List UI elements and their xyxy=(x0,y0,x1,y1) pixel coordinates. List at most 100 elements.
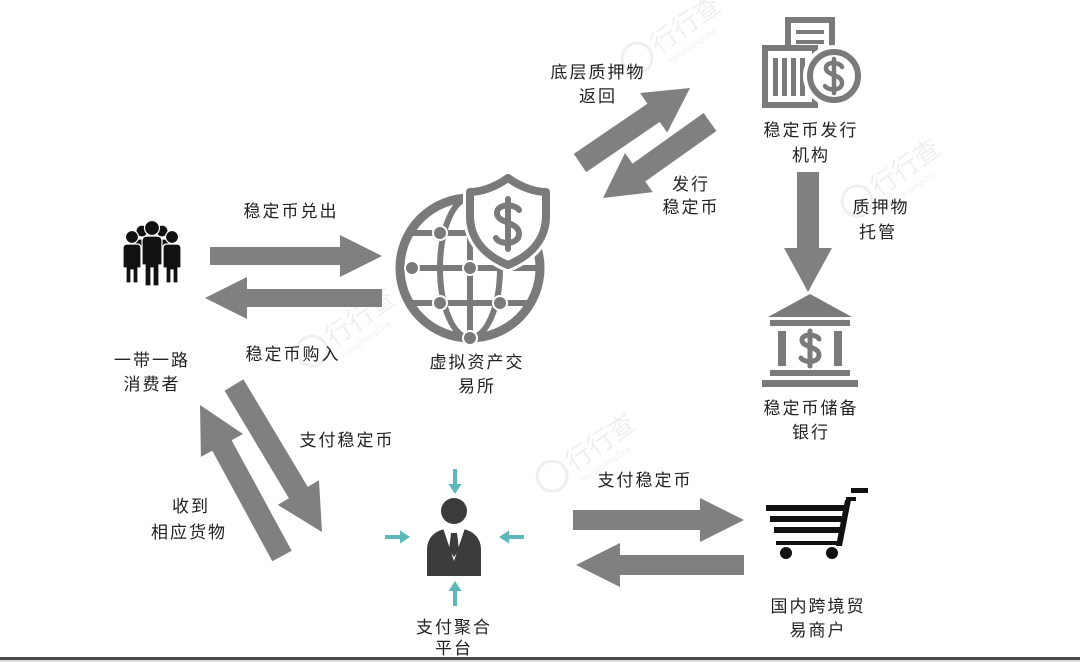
reserve-bank-label-line-1: 稳定币储备 xyxy=(764,399,859,419)
person-body xyxy=(141,235,163,287)
globe-node xyxy=(492,295,508,311)
bank-column xyxy=(834,331,842,366)
arrow-merchant-to-platform xyxy=(576,543,744,587)
businessman-tie xyxy=(449,533,459,557)
cart-basket-bar xyxy=(770,516,845,522)
payment-platform-label-line-2: 平台 xyxy=(435,639,473,659)
businessman-head xyxy=(441,498,467,524)
consumer-label: 一带一路 消费者 xyxy=(114,351,190,395)
person-body xyxy=(162,243,182,284)
globe-node xyxy=(462,330,478,346)
flow-label-collateral-custody: 质押物 托管 xyxy=(853,198,910,243)
globe-node xyxy=(404,260,420,276)
flow-label-issuance-line-2: 稳定币 xyxy=(663,198,720,218)
building-window xyxy=(782,58,787,96)
arrow-exchange-to-consumer xyxy=(205,277,382,319)
teal-arrow-bottom xyxy=(448,581,462,606)
cart-wheel xyxy=(826,547,838,559)
watermark-4: 行行查 HangHangCha xyxy=(535,408,642,493)
bank-dollar-icon xyxy=(762,294,858,387)
flow-label-consumer-payment: 支付稳定币 xyxy=(300,431,395,451)
teal-arrow-top xyxy=(448,469,462,494)
flow-label-collateral-return-line-2: 返回 xyxy=(579,87,617,107)
bank-beam xyxy=(770,320,850,326)
person-head xyxy=(124,229,140,245)
exchange-label-line-2: 易所 xyxy=(458,377,496,397)
shopping-cart-icon xyxy=(766,488,868,559)
businessman-icon xyxy=(427,498,481,576)
teal-arrow-left xyxy=(385,530,410,544)
flow-label-collateral-return: 底层质押物 返回 xyxy=(551,63,646,107)
flow-label-merchant-payment: 支付稳定币 xyxy=(598,471,693,491)
arrow-platform-to-merchant xyxy=(573,498,744,542)
flow-label-issuance: 发行 稳定币 xyxy=(663,175,720,218)
watermark-logo xyxy=(295,334,329,368)
building-window xyxy=(791,58,796,96)
cart-handle xyxy=(846,497,856,501)
consumer-label-line-2: 消费者 xyxy=(124,375,181,395)
dollar-sign-icon xyxy=(798,328,822,369)
globe-shield-dollar-icon xyxy=(395,169,553,346)
dollar-sign-icon xyxy=(493,196,523,252)
watermark-logo xyxy=(840,184,874,218)
cart-basket-bar xyxy=(774,527,842,533)
building-window xyxy=(800,58,805,96)
building-window xyxy=(773,58,778,96)
globe-node xyxy=(432,295,448,311)
payment-platform-label-line-1: 支付聚合 xyxy=(416,618,492,638)
person-head xyxy=(143,219,161,237)
globe-node xyxy=(462,260,478,276)
reserve-bank-label-line-2: 银行 xyxy=(792,423,830,443)
watermark-logo xyxy=(535,459,569,493)
flow-label-redeem: 稳定币兑出 xyxy=(244,202,339,222)
dollar-curve xyxy=(493,202,523,246)
merchant-label: 国内跨境贸 易商户 xyxy=(771,597,866,641)
flow-label-collateral-return-line-1: 底层质押物 xyxy=(551,63,646,83)
issuer-label: 稳定币发行 机构 xyxy=(764,121,859,166)
arrow-consumer-to-exchange xyxy=(210,235,382,277)
bank-base xyxy=(770,370,850,376)
flow-label-issuance-line-1: 发行 xyxy=(672,175,710,195)
cart-basket-bar xyxy=(766,505,848,511)
globe-node xyxy=(432,225,448,241)
arrow-consumer-to-platform xyxy=(224,379,322,532)
issuer-label-line-1: 稳定币发行 xyxy=(764,121,859,141)
flow-label-collateral-custody-line-1: 质押物 xyxy=(853,198,910,218)
bank-roof xyxy=(768,294,852,317)
bottom-border xyxy=(0,657,1080,660)
dollar-curve xyxy=(822,60,845,92)
merchant-label-line-2: 易商户 xyxy=(790,621,847,641)
arrow-exchange-to-issuer xyxy=(573,88,690,173)
arrow-issuer-to-bank xyxy=(784,172,832,292)
dollar-sign-icon xyxy=(822,56,845,96)
arrow-issuer-to-exchange xyxy=(603,113,717,198)
arrow-platform-to-consumer xyxy=(200,405,292,562)
person-body xyxy=(122,243,142,284)
payment-platform-label: 支付聚合 平台 xyxy=(416,618,492,659)
people-group-icon xyxy=(122,219,182,287)
person-head xyxy=(164,229,180,245)
reserve-bank-label: 稳定币储备 银行 xyxy=(764,399,859,443)
cart-wheel xyxy=(780,547,792,559)
flow-label-goods-received-line-2: 相应货物 xyxy=(151,523,227,543)
bottom-border-shadow xyxy=(0,660,1080,662)
building-dollar-coin-icon xyxy=(762,17,865,108)
merchant-label-line-1: 国内跨境贸 xyxy=(771,597,866,617)
bank-base xyxy=(762,380,858,387)
issuer-label-line-2: 机构 xyxy=(792,146,830,166)
flow-label-goods-received-line-1: 收到 xyxy=(172,497,210,517)
cart-base xyxy=(776,541,840,545)
exchange-label: 虚拟资产交 易所 xyxy=(430,353,525,397)
flow-label-goods-received: 收到 相应货物 xyxy=(151,497,227,543)
exchange-label-line-1: 虚拟资产交 xyxy=(430,353,525,373)
flow-label-collateral-custody-line-2: 托管 xyxy=(859,223,897,243)
flow-label-purchase: 稳定币购入 xyxy=(246,345,341,365)
bank-column xyxy=(778,331,786,366)
consumer-label-line-1: 一带一路 xyxy=(114,351,190,371)
watermark-logo xyxy=(620,41,654,75)
cart-frame xyxy=(836,500,851,546)
cart-handle xyxy=(851,488,868,493)
dollar-curve xyxy=(798,332,822,364)
teal-arrow-right xyxy=(499,530,524,544)
